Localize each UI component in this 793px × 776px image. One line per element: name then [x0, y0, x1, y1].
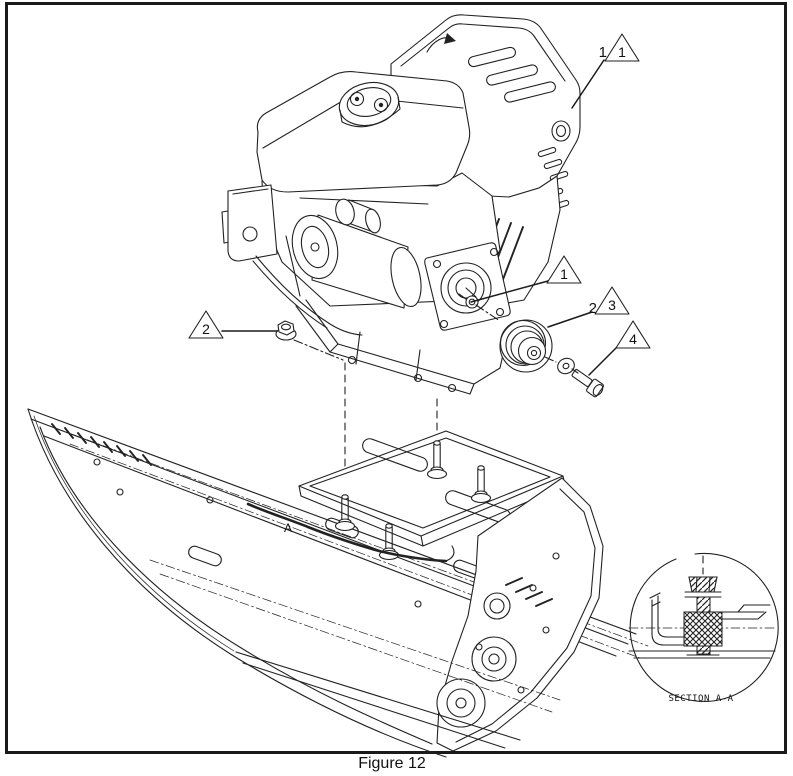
callout-bolt: 4 — [588, 320, 651, 376]
section-cut-letter: A — [284, 521, 292, 535]
callout-triangle — [615, 320, 651, 349]
callout-note-number: 1 — [618, 44, 626, 60]
washer-part — [557, 357, 575, 375]
callout-item-number: 2 — [589, 300, 597, 317]
callout-note-number: 4 — [629, 331, 637, 347]
mounting-studs — [334, 440, 492, 561]
fuel-cap — [338, 81, 401, 128]
weld-hatch — [51, 423, 152, 466]
figure-caption: Figure 12 — [358, 755, 426, 772]
drawing-border — [5, 2, 787, 754]
callout-note-number: 3 — [608, 297, 616, 313]
section-title: SECTION A-A — [668, 694, 733, 704]
callout-note-number: 1 — [560, 266, 568, 282]
flange-nut-part — [275, 320, 297, 341]
callout-engine-shaft: 1 — [470, 255, 582, 303]
control-box — [221, 184, 278, 262]
callout-pulley: 2 3 — [547, 286, 630, 328]
callout-triangle — [188, 310, 224, 339]
callout-triangle — [604, 33, 640, 62]
callout-triangle — [546, 255, 582, 284]
pulley-part — [499, 319, 553, 373]
callout-item-number: 1 — [599, 44, 607, 61]
callout-note-number: 2 — [202, 321, 210, 337]
section-bolt — [683, 576, 723, 656]
callout-engine-top: 1 1 — [571, 33, 640, 109]
frame-side-plate — [436, 477, 604, 752]
starter-motor — [291, 198, 422, 309]
callout-nut: 2 — [188, 310, 278, 339]
crankshaft-pto — [424, 242, 511, 331]
section-cut-line: A — [246, 502, 455, 563]
muffler-vent-slots — [468, 46, 556, 103]
air-flow-arrow-icon — [426, 33, 456, 53]
bolt-part — [571, 369, 604, 398]
callout-triangle — [594, 286, 630, 315]
engine-assembly — [221, 14, 581, 395]
fuel-hose — [252, 255, 363, 336]
chassis-frame: A — [27, 408, 649, 758]
section-detail: SECTION A-A — [628, 552, 779, 704]
